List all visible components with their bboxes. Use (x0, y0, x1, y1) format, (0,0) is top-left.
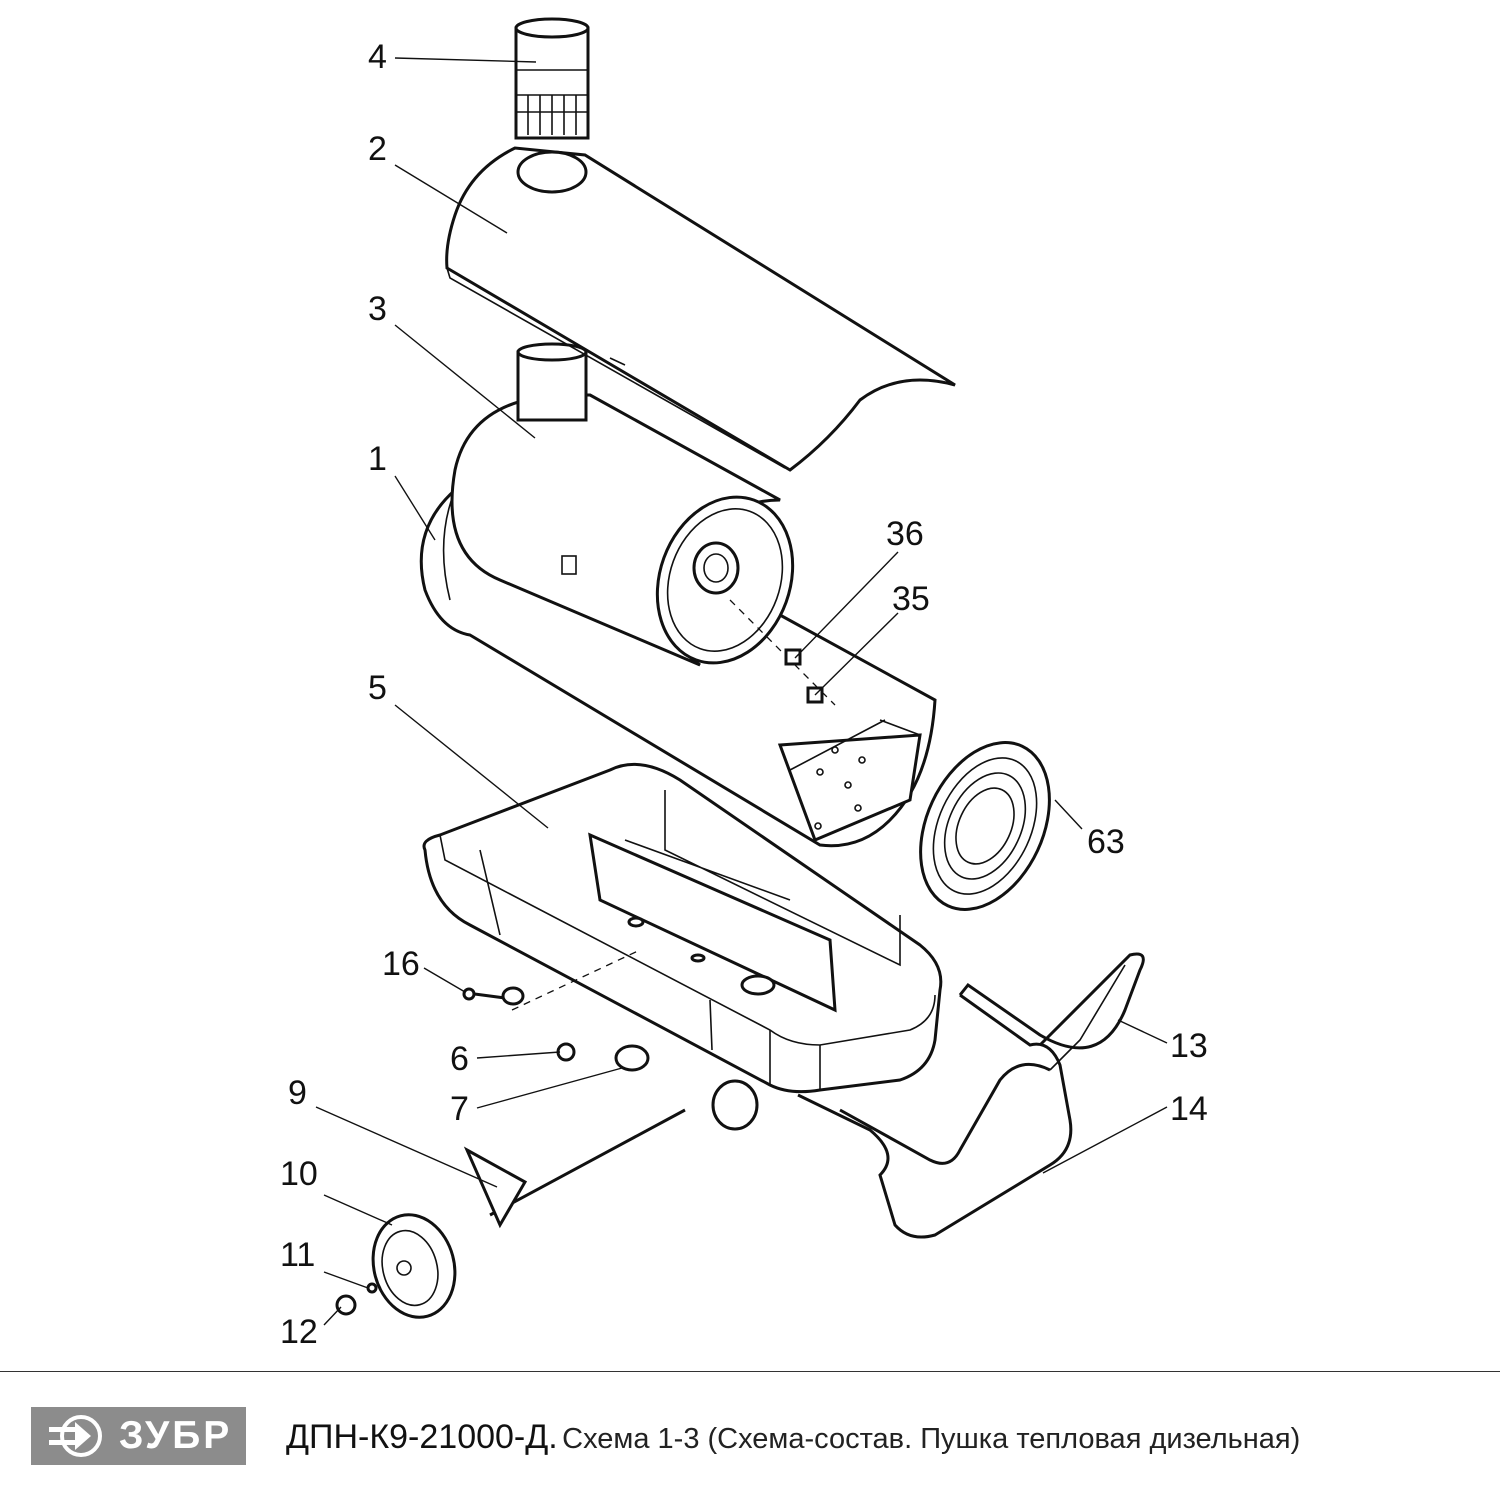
callout-63: 63 (1087, 823, 1125, 861)
leader-lines (315, 57, 1168, 1326)
callout-2: 2 (368, 130, 387, 168)
callout-36: 36 (886, 515, 924, 553)
brand-logo-text: ЗУБР (119, 1414, 233, 1457)
brand-logo: ЗУБР (31, 1407, 246, 1465)
callout-5: 5 (368, 669, 387, 707)
callout-1: 1 (368, 440, 387, 478)
callout-7: 7 (450, 1090, 469, 1128)
drain-and-fittings (462, 949, 650, 1072)
callout-10: 10 (280, 1155, 318, 1193)
footer-divider (0, 1371, 1500, 1372)
callout-35: 35 (892, 580, 930, 618)
caption: ДПН-К9-21000-Д. Схема 1-3 (Схема-состав.… (286, 1415, 1300, 1466)
callout-13: 13 (1170, 1027, 1208, 1065)
callout-3: 3 (368, 290, 387, 328)
top-cover (445, 146, 956, 472)
callout-4: 4 (368, 38, 387, 76)
axle-and-wheel (335, 1079, 759, 1319)
chimney (514, 17, 590, 140)
callout-9: 9 (288, 1074, 307, 1112)
schema-description: Схема 1-3 (Схема-состав. Пушка тепловая … (562, 1423, 1301, 1455)
model-name: ДПН-К9-21000-Д. (286, 1418, 558, 1456)
exploded-parts-diagram: 4 2 3 1 5 36 35 63 16 6 7 9 10 11 12 13 … (280, 17, 1208, 1351)
fan-guard (919, 741, 1051, 911)
callout-16: 16 (382, 945, 420, 983)
callout-12: 12 (280, 1313, 318, 1351)
handle-frame (797, 952, 1145, 1239)
combustion-chamber (450, 342, 795, 667)
callout-14: 14 (1170, 1090, 1208, 1128)
fuel-tank (422, 762, 943, 1094)
callout-6: 6 (450, 1040, 469, 1078)
brand-arrow-icon (49, 1415, 102, 1457)
fittings (729, 599, 836, 706)
callout-11: 11 (280, 1236, 315, 1274)
callouts: 4 2 3 1 5 36 35 63 16 6 7 9 10 11 12 13 … (280, 38, 1208, 1351)
